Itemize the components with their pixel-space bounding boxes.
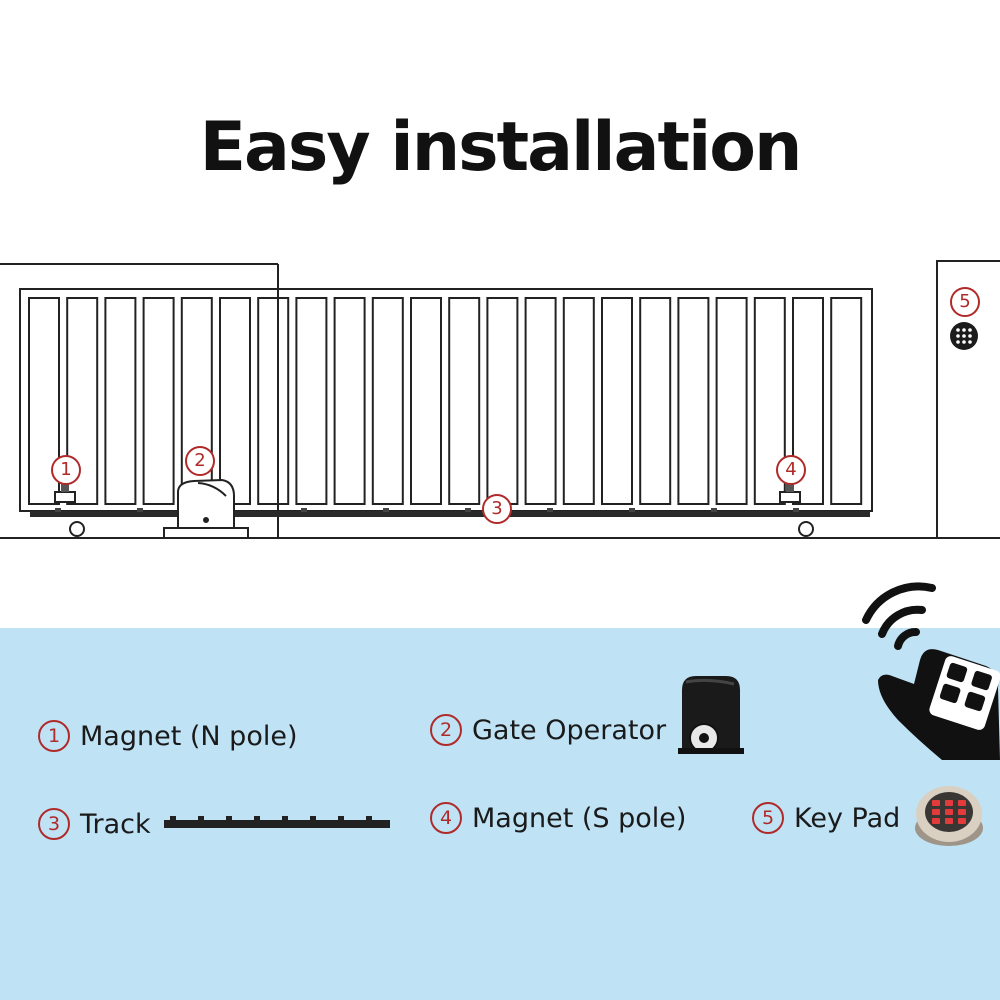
legend-label: Gate Operator bbox=[472, 714, 667, 746]
gate-bar bbox=[639, 297, 672, 505]
page-title: Easy installation bbox=[199, 108, 803, 187]
legend-label: Key Pad bbox=[794, 802, 901, 834]
gate-bar bbox=[562, 297, 595, 505]
track-tooth bbox=[198, 816, 204, 822]
gate-bar bbox=[333, 297, 366, 505]
gate-bar bbox=[257, 297, 290, 505]
gate-bar bbox=[715, 297, 748, 505]
track-tooth bbox=[310, 816, 316, 822]
gate-bar bbox=[601, 297, 633, 505]
track-tooth bbox=[366, 816, 372, 822]
callout-track: 3 bbox=[482, 494, 512, 524]
callout-magnet-n: 1 bbox=[51, 455, 81, 485]
track-tooth bbox=[383, 508, 389, 512]
keypad-scene-icon bbox=[950, 322, 978, 350]
wall-left bbox=[0, 263, 279, 538]
legend-label: Magnet (S pole) bbox=[472, 802, 687, 834]
gate-bar bbox=[66, 297, 99, 505]
gate-wheel-left bbox=[69, 521, 85, 537]
gate-bar bbox=[524, 297, 557, 505]
gate-bar bbox=[410, 297, 442, 505]
gate-bar bbox=[448, 297, 481, 505]
legend-number: 1 bbox=[38, 720, 70, 752]
gate-bar bbox=[753, 297, 786, 505]
gate-bar bbox=[104, 297, 137, 505]
track-tooth bbox=[55, 508, 61, 512]
legend-item-track: 3 Track bbox=[38, 808, 151, 840]
track-tooth bbox=[226, 816, 232, 822]
gate-icon bbox=[19, 288, 873, 512]
gate-bar bbox=[792, 297, 824, 505]
gate-operator-scene-icon bbox=[163, 478, 249, 539]
magnet-n-marker bbox=[54, 484, 76, 503]
legend-number: 4 bbox=[430, 802, 462, 834]
legend-item-key-pad: 5 Key Pad bbox=[752, 802, 900, 834]
track-tooth bbox=[547, 508, 553, 512]
gate-bar bbox=[219, 297, 251, 505]
track-tooth bbox=[170, 816, 176, 822]
gate-operator-icon bbox=[678, 676, 744, 754]
track-tooth bbox=[711, 508, 717, 512]
gate-bar bbox=[830, 297, 863, 505]
legend-number: 5 bbox=[752, 802, 784, 834]
magnet-s-marker bbox=[779, 484, 801, 503]
legend-label: Magnet (N pole) bbox=[80, 720, 298, 752]
callout-key-pad: 5 bbox=[950, 287, 980, 317]
track-tooth bbox=[282, 816, 288, 822]
gate-bar bbox=[295, 297, 328, 505]
gate-wheel-right bbox=[798, 521, 814, 537]
track-tooth bbox=[254, 816, 260, 822]
track-tooth bbox=[465, 508, 471, 512]
track-tooth bbox=[629, 508, 635, 512]
wifi-signal-icon bbox=[862, 582, 936, 650]
legend-number: 3 bbox=[38, 808, 70, 840]
legend-item-gate-operator: 2 Gate Operator bbox=[430, 714, 666, 746]
track-icon bbox=[30, 508, 870, 517]
track-tooth bbox=[793, 508, 799, 512]
track-tooth bbox=[301, 508, 307, 512]
callout-gate-operator: 2 bbox=[185, 446, 215, 476]
gate-bar bbox=[371, 297, 404, 505]
track-legend-icon bbox=[164, 816, 390, 828]
gate-bar bbox=[486, 297, 519, 505]
gate-bar bbox=[142, 297, 175, 505]
legend-panel bbox=[0, 628, 1000, 1000]
legend-item-magnet-s: 4 Magnet (S pole) bbox=[430, 802, 686, 834]
keypad-icon bbox=[915, 786, 983, 846]
legend-item-magnet-n: 1 Magnet (N pole) bbox=[38, 720, 298, 752]
gate-bar bbox=[28, 297, 60, 505]
remote-control-icon bbox=[862, 582, 1000, 760]
gate-bar bbox=[677, 297, 710, 505]
track-tooth bbox=[137, 508, 143, 512]
callout-magnet-s: 4 bbox=[776, 455, 806, 485]
legend-number: 2 bbox=[430, 714, 462, 746]
track-tooth bbox=[338, 816, 344, 822]
legend-label: Track bbox=[80, 808, 151, 840]
